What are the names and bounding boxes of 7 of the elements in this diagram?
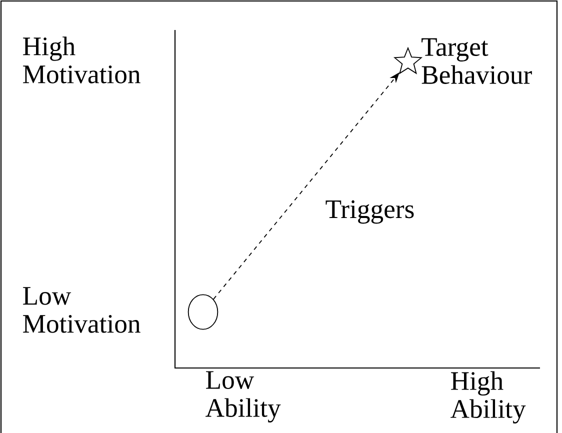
axis-label: Low Motivation <box>23 287 140 333</box>
circle-marker <box>188 294 218 330</box>
axis-label: High Motivation <box>23 36 140 84</box>
node-caption: Target Behaviour <box>422 38 532 84</box>
axis-label: Low Ability <box>206 371 281 422</box>
region-label: Triggers <box>326 200 414 224</box>
axis-label: High Ability <box>450 371 526 424</box>
